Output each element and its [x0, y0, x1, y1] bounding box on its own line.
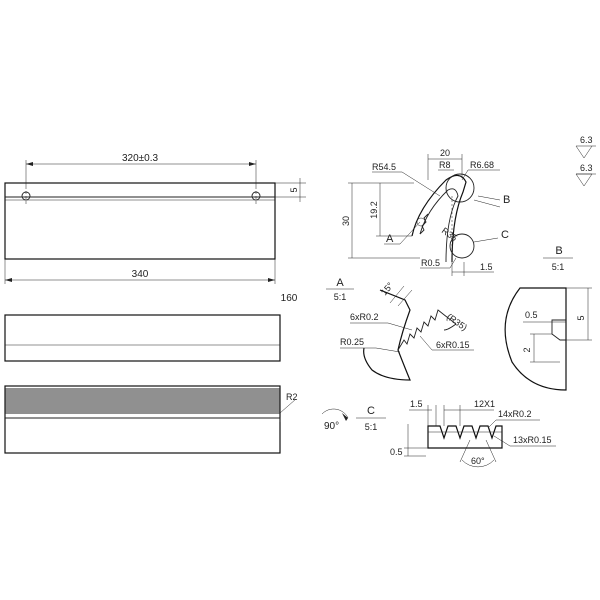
detail-b-scale: 5:1: [552, 262, 565, 272]
dim-r8: R8: [439, 160, 451, 170]
detail-b-notch: [551, 319, 566, 341]
detail-b-outline: [504, 287, 567, 391]
lower-view-outline: [4, 385, 281, 454]
dim-5-b: 5: [576, 315, 586, 320]
dim-1-5: 1.5: [480, 262, 493, 272]
front-view: 320±0.3 5 340: [4, 153, 306, 284]
detail-a-scale: 5:1: [334, 292, 347, 302]
dim-hole-spacing: 320±0.3: [122, 153, 159, 164]
dim-r0-25: R0.25: [340, 337, 364, 347]
roughness-value-1: 6.3: [580, 135, 593, 145]
detail-c-marker: [449, 233, 475, 259]
dim-r54-5: R54.5: [372, 162, 396, 172]
dim-12x1: 12X1: [474, 399, 495, 409]
dim-2-b: 2: [522, 347, 532, 352]
roughness-symbols: 6.3 6.3: [575, 135, 596, 187]
detail-c-rotation: 90°: [324, 421, 339, 432]
dim-r35-paren: (R35): [445, 311, 469, 332]
dim-6xr0-15: 6xR0.15: [436, 340, 470, 350]
roughness-value-2: 6.3: [580, 163, 593, 173]
dim-30: 30: [341, 216, 351, 226]
profile-section: 20 R54.5 R8 R6.68 30 19.2 R35 A B C: [341, 148, 510, 276]
profile-outline: [411, 174, 467, 263]
dim-60deg: 60°: [471, 456, 485, 466]
dim-6xr0-2: 6xR0.2: [350, 312, 379, 322]
dim-height-small: 5: [289, 187, 299, 192]
label-a: A: [386, 233, 394, 245]
detail-b-marker: [445, 173, 475, 203]
detail-c-outline: [427, 425, 503, 449]
dim-14xr0-2: 14xR0.2: [498, 409, 532, 419]
dim-r35: R35: [440, 225, 459, 243]
front-view-outline: [4, 182, 276, 260]
middle-view-outline: [4, 314, 281, 362]
detail-c-scale: 5:1: [365, 422, 378, 432]
radius-label: R2: [286, 392, 298, 402]
dim-width: 160: [281, 293, 298, 304]
dim-length: 340: [132, 269, 149, 280]
dim-20: 20: [440, 148, 450, 158]
detail-a-title: A: [336, 277, 344, 289]
detail-c: 90° C 5:1 1.5 12X1 14xR0.2 13xR0.15 0.5 …: [321, 399, 556, 468]
dim-r0-5: R0.5: [421, 258, 440, 268]
detail-a-outline: [363, 289, 411, 381]
lower-view: R2: [4, 385, 298, 454]
dim-r6-68: R6.68: [470, 160, 494, 170]
rib-lines: [5, 388, 280, 414]
detail-b-title: B: [555, 245, 562, 257]
dim-0-5-b: 0.5: [525, 310, 538, 320]
dim-19-2: 19.2: [369, 201, 379, 219]
detail-a: A 5:1 15° 6xR0.2 (R35) R0.25 6xR0.15: [326, 277, 474, 381]
dim-13xr0-15: 13xR0.15: [513, 435, 552, 445]
detail-a-teeth: [397, 309, 457, 351]
detail-c-title: C: [367, 405, 375, 417]
dim-1-5-c: 1.5: [410, 399, 423, 409]
label-b: B: [503, 194, 510, 206]
label-c: C: [501, 229, 509, 241]
detail-b: B 5:1 5 0.5 2: [504, 245, 592, 391]
dim-0-5-c: 0.5: [390, 447, 403, 457]
middle-view: 160: [4, 293, 298, 362]
